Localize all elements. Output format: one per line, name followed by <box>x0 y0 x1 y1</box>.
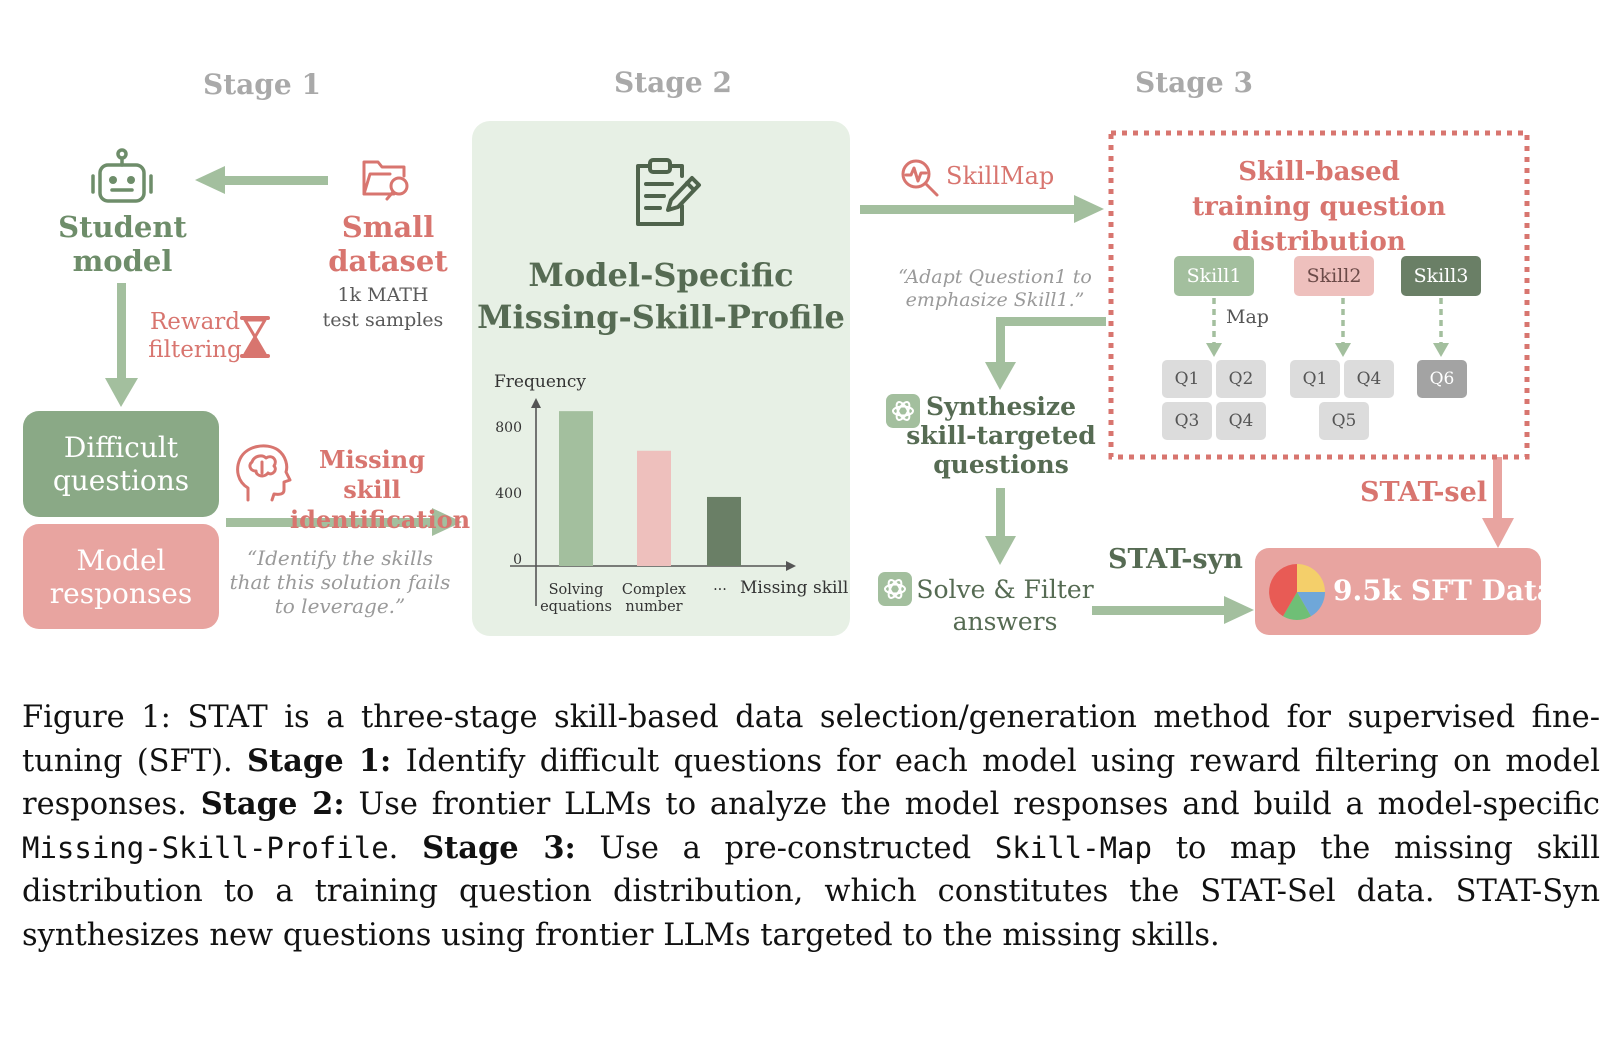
map-label: Map <box>1226 306 1269 328</box>
x-tick-label: Complex <box>622 582 686 598</box>
stage-2-title: Stage 2 <box>614 66 732 99</box>
small-dataset-label: Small dataset <box>328 210 448 278</box>
llm-icon <box>886 394 920 428</box>
stat-sel-label: STAT-sel <box>1360 477 1488 508</box>
question-tile: Q3 <box>1162 402 1212 440</box>
arrow-student-to-difficult <box>105 283 138 407</box>
identify-prompt-quote: “Identify the skills that this solution … <box>229 546 451 618</box>
adapt-prompt-quote: “Adapt Question1 to emphasize Skill1.” <box>898 266 1092 311</box>
model-responses-box: Model responses <box>23 524 219 629</box>
caption-stage3-label: Stage 3: <box>422 829 576 866</box>
arrow-dataset-to-student <box>195 166 328 194</box>
caption-stage1-label: Stage 1: <box>246 742 392 779</box>
x-axis-arrowhead <box>786 561 796 571</box>
clipboard-edit-icon <box>636 158 701 226</box>
missing-skill-identification-label: Missing skill identification <box>290 445 471 534</box>
arrow-skillmap <box>860 195 1104 223</box>
skill-badge-3: Skill3 <box>1401 256 1481 296</box>
x-tick-label: number <box>625 599 682 615</box>
bar-1 <box>559 411 593 566</box>
stage-1-title: Stage 1 <box>203 68 321 101</box>
hourglass-icon <box>240 316 270 358</box>
folder-search-icon <box>362 160 409 201</box>
student-model-label: Student model <box>58 210 187 278</box>
difficult-questions-box: Difficult questions <box>23 411 219 517</box>
caption-stage2-text: Use frontier LLMs to analyze the model r… <box>358 787 1600 822</box>
caption-lead: Figure 1: STAT is a three-stage skill-ba… <box>22 700 1600 779</box>
x-axis-label: Missing skill <box>740 578 848 598</box>
magnifier-pulse-icon <box>901 159 939 197</box>
arrow-synthesize-to-solve <box>985 488 1016 565</box>
bar-3 <box>707 496 741 566</box>
y-tick-label: 400 <box>495 486 522 502</box>
skill-distribution-title: Skill-based training question distributi… <box>1192 157 1446 257</box>
y-axis-arrowhead <box>531 398 541 408</box>
caption-stage1-text: Identify difficult questions for each mo… <box>22 743 1600 823</box>
arrow-stat-sel <box>1482 457 1514 548</box>
question-tile: Q2 <box>1216 360 1266 398</box>
caption-stage2-label: Stage 2: <box>200 786 345 822</box>
solve-filter-label: Solve & Filter answers <box>916 575 1094 636</box>
skill-distribution-box <box>1108 130 1530 460</box>
x-tick-label: Solving <box>549 582 604 598</box>
brain-head-icon <box>236 444 292 502</box>
caption-skill-map-code: Skill-Map <box>994 830 1152 865</box>
skill-badge-1: Skill1 <box>1174 256 1254 296</box>
dataset-description: 1k MATH test samples <box>322 284 444 331</box>
stage-3-title: Stage 3 <box>1135 66 1253 99</box>
question-tile: Q1 <box>1162 360 1212 398</box>
x-tick-label: equations <box>540 599 612 615</box>
y-tick-label: 800 <box>495 420 522 436</box>
robot-icon <box>91 148 153 203</box>
question-tile: Q4 <box>1344 360 1394 398</box>
question-tile: Q6 <box>1417 360 1467 398</box>
caption-stage3-rest: to map the missing skill distribution to… <box>22 830 1601 953</box>
bar-2 <box>637 450 671 566</box>
missing-skill-profile-title: Model-Specific Missing-Skill-Profile <box>477 256 845 336</box>
skill-badge-2: Skill2 <box>1294 256 1374 296</box>
pie-chart-icon <box>1269 564 1325 620</box>
sft-data-label: 9.5k SFT Data <box>1333 574 1556 607</box>
y-tick-label: 0 <box>513 552 522 568</box>
skillmap-label: SkillMap <box>946 162 1055 190</box>
caption-stage3-text: Use a pre-constructed <box>599 830 972 866</box>
question-tile: Q1 <box>1290 360 1340 398</box>
question-tile: Q4 <box>1216 402 1266 440</box>
y-axis-label: Frequency <box>494 372 586 392</box>
skill-map-arrows <box>1212 298 1443 345</box>
diagram-connectors <box>105 130 1530 624</box>
llm-icon <box>878 572 912 606</box>
arrow-stat-syn <box>1092 596 1254 624</box>
question-tile: Q5 <box>1319 402 1369 440</box>
figure-caption: Figure 1: STAT is a three-stage skill-ba… <box>22 696 1600 957</box>
caption-missing-skill-profile-code: Missing-Skill-Profile <box>22 830 389 865</box>
reward-filtering-label: Reward filtering <box>148 309 242 363</box>
caption-stage2-end: . <box>388 830 399 866</box>
stat-syn-label: STAT-syn <box>1108 544 1243 575</box>
arrow-adapt-to-synthesize <box>985 317 1106 390</box>
arrow-responses-to-stage2 <box>226 508 462 536</box>
synthesize-label: Synthesize skill-targeted questions <box>906 392 1096 479</box>
x-tick-label: ... <box>713 578 727 594</box>
